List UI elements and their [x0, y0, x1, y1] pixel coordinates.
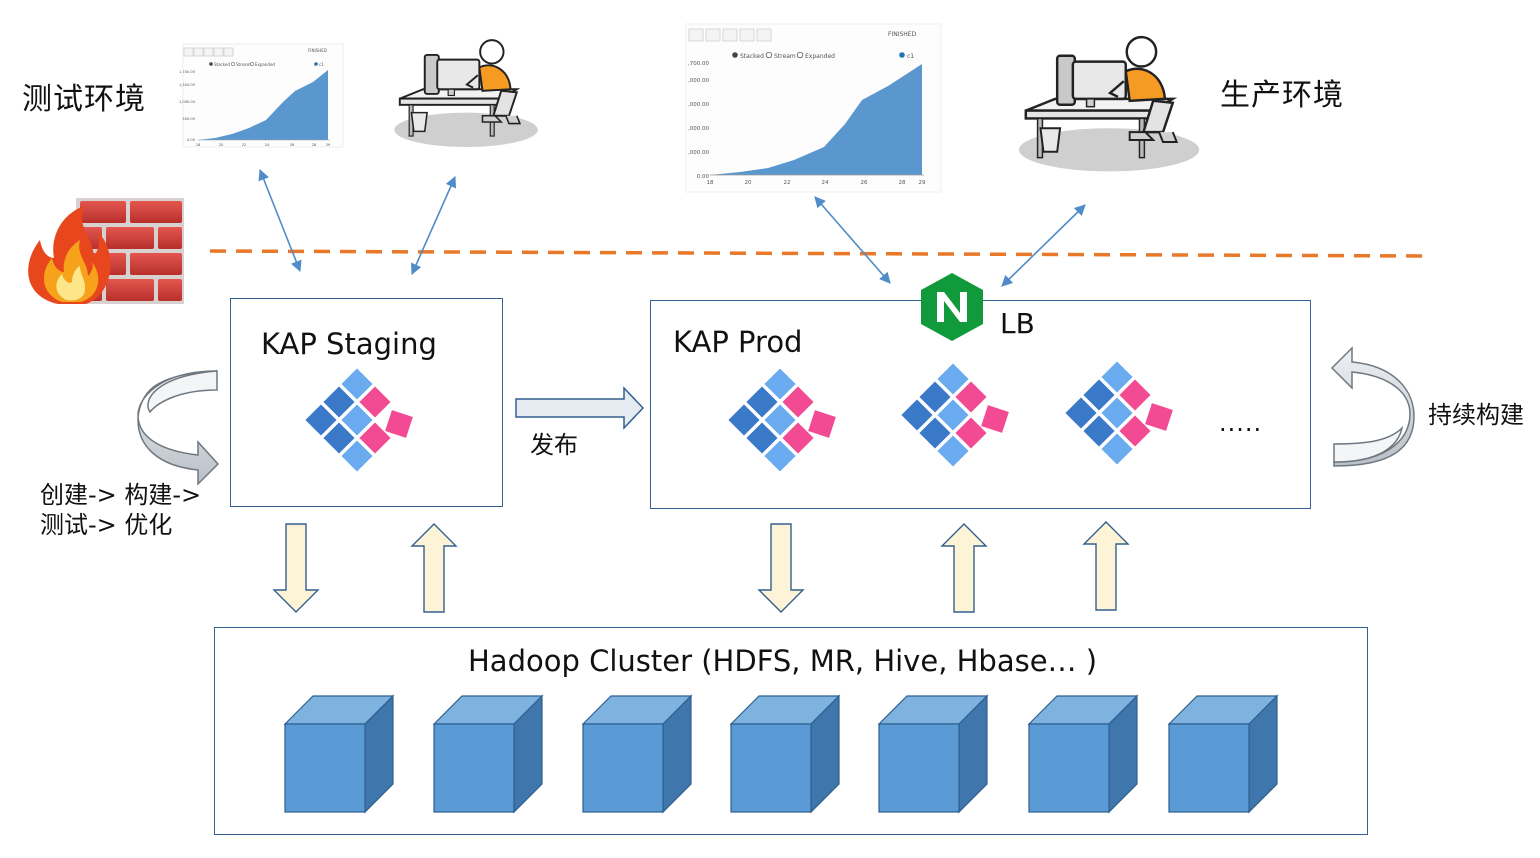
arrow-chart-to-lb — [814, 196, 891, 284]
network-boundary-dashed-line — [209, 249, 1426, 258]
mini-chart-small-legend-2: Expanded — [255, 62, 275, 67]
person-at-computer-icon — [1018, 35, 1200, 172]
kap-logo-icon — [305, 368, 413, 472]
mini-chart-small-legend-0: Stacked — [214, 62, 230, 67]
up-arrow-hadoop-to-staging — [410, 523, 458, 613]
mini-chart-small-status: FINISHED — [308, 48, 327, 53]
mini-chart-large-legend-1: Stream — [774, 53, 796, 60]
mini-chart-large-x-tick: 22 — [784, 180, 791, 186]
arrow-chart-to-staging — [258, 168, 302, 273]
server-cube-icon — [1027, 694, 1139, 814]
lifecycle-label-line1: 创建-> 构建-> — [40, 481, 202, 509]
mini-chart-large-y-tick: 0.00 — [697, 174, 710, 180]
mini-chart-large-x-tick: 28 — [899, 180, 906, 186]
mini-chart-small-y-tick: 0.00 — [187, 138, 196, 142]
mini-chart-large-series: c1 — [907, 53, 914, 60]
mini-chart-small-x-tick: 20 — [219, 143, 224, 147]
continuous-build-label: 持续构建 — [1428, 401, 1524, 429]
up-arrow-hadoop-to-prod-2 — [1082, 521, 1130, 611]
mini-chart-large-legend-2: Expanded — [805, 53, 835, 60]
mini-chart-large-x-tick: 24 — [822, 180, 829, 186]
arrow-user-to-lb — [1001, 204, 1086, 287]
mini-chart-small-legend-1: Stream — [236, 62, 251, 67]
test-env-label: 测试环境 — [22, 82, 146, 117]
up-arrow-hadoop-to-prod-1 — [940, 523, 988, 613]
down-arrow-staging-to-hadoop — [272, 523, 320, 613]
mini-chart-large-y-tick: ,000.00 — [688, 126, 709, 132]
kap-logo-icon — [728, 368, 836, 472]
mini-chart-small-y-tick: 1,700.00 — [179, 70, 196, 74]
server-cube-icon — [283, 694, 395, 814]
publish-arrow — [515, 386, 645, 430]
mini-chart-small-x-tick: 24 — [265, 143, 270, 147]
mini-chart-large-y-tick: ,000.00 — [688, 102, 709, 108]
server-cube-icon — [432, 694, 544, 814]
server-cube-icon — [581, 694, 693, 814]
kap-prod-title: KAP Prod — [673, 325, 803, 359]
nginx-icon — [921, 273, 983, 341]
server-cube-icon — [1167, 694, 1279, 814]
arrow-user-to-staging — [410, 175, 457, 276]
more-instances-ellipsis: ..... — [1219, 409, 1263, 437]
mini-chart-small-x-tick: 28 — [312, 143, 317, 147]
mini-chart-large-y-tick: ,700.00 — [688, 61, 709, 67]
lifecycle-label-line2: 测试-> 优化 — [40, 511, 173, 539]
lb-label: LB — [1000, 307, 1035, 340]
continuous-build-arrow — [1330, 346, 1415, 467]
mini-chart-small-x-tick: 29 — [326, 143, 331, 147]
test-env-chart-screenshot: FINISHED Stacked Stream Expanded c1 1,70… — [179, 43, 344, 148]
hadoop-cluster-title: Hadoop Cluster (HDFS, MR, Hive, Hbase… ) — [468, 644, 1098, 678]
mini-chart-large-x-tick: 20 — [745, 180, 752, 186]
kap-staging-box: KAP Staging — [230, 298, 503, 507]
mini-chart-small-x-tick: 22 — [242, 143, 247, 147]
prod-env-chart-screenshot: FINISHED Stacked Stream Expanded c1 ,700… — [685, 23, 942, 193]
down-arrow-prod-to-hadoop — [757, 523, 805, 613]
kap-staging-title: KAP Staging — [261, 327, 437, 361]
mini-chart-small-series: c1 — [319, 62, 324, 67]
publish-label: 发布 — [530, 431, 578, 459]
staging-cycle-arrow — [137, 370, 220, 486]
kap-logo-icon — [901, 363, 1009, 467]
mini-chart-large-y-tick: ,000.00 — [688, 78, 709, 84]
mini-chart-large-x-tick: 26 — [861, 180, 868, 186]
mini-chart-small-y-tick: 1,500.00 — [179, 83, 196, 87]
server-cube-icon — [877, 694, 989, 814]
prod-env-label: 生产环境 — [1220, 78, 1344, 113]
mini-chart-small-x-tick: 26 — [290, 143, 295, 147]
kap-logo-icon — [1065, 361, 1173, 465]
mini-chart-small-x-tick: 18 — [196, 143, 201, 147]
mini-chart-large-status: FINISHED — [888, 31, 917, 38]
server-cube-icon — [729, 694, 841, 814]
mini-chart-small-y-tick: 500.00 — [182, 117, 195, 121]
mini-chart-large-legend-0: Stacked — [740, 53, 764, 60]
mini-chart-large-y-tick: ,000.00 — [688, 150, 709, 156]
mini-chart-large-x-tick: 18 — [707, 180, 714, 186]
mini-chart-small-y-tick: 1,000.00 — [179, 100, 196, 104]
firewall-icon — [28, 198, 184, 304]
person-at-computer-icon — [394, 39, 538, 147]
mini-chart-large-x-tick: 29 — [919, 180, 926, 186]
